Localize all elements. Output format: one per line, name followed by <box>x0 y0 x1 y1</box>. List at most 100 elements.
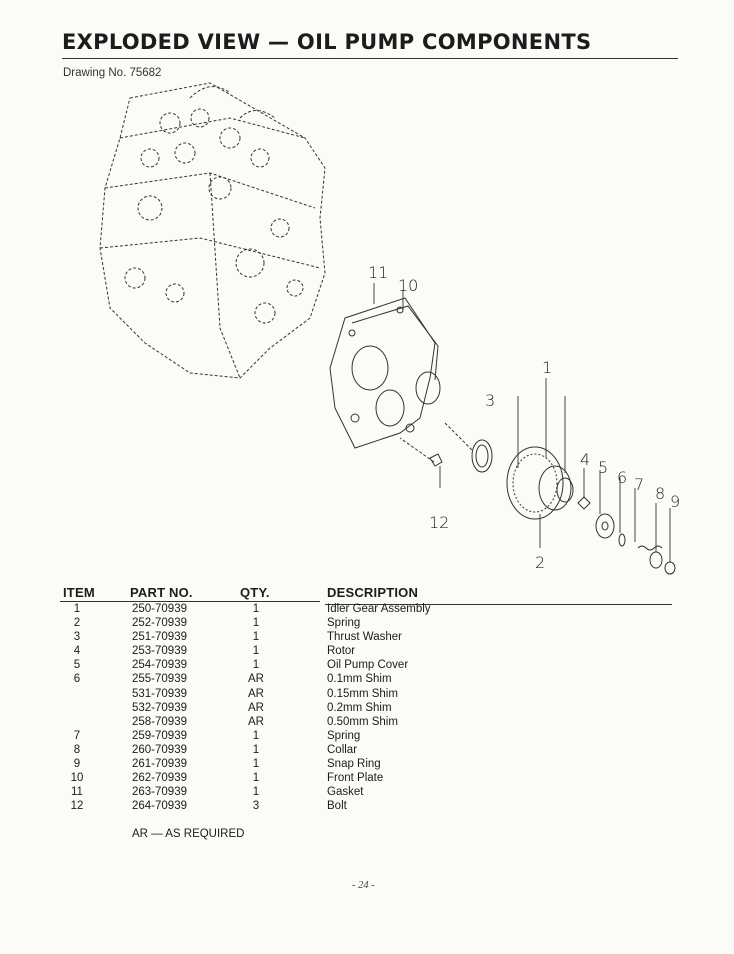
cell-qty: 1 <box>252 603 260 615</box>
table-row: 5 254-70939 1 Oil Pump Cover <box>0 659 734 673</box>
cell-description: 0.2mm Shim <box>327 701 392 714</box>
cell-part-no: 259-70939 <box>132 729 187 742</box>
cell-item: 10 <box>70 772 84 785</box>
cell-part-no: 251-70939 <box>132 631 187 644</box>
table-row: 3 251-70939 1 Thrust Washer <box>0 631 734 645</box>
callout-11: 11 <box>368 263 389 282</box>
cell-qty: 1 <box>252 729 260 742</box>
table-row: 4 253-70939 1 Rotor <box>0 645 734 659</box>
footnote: AR — AS REQUIRED <box>132 828 245 840</box>
callout-6: 6 <box>617 468 628 487</box>
cell-qty: 1 <box>252 758 260 771</box>
table-row: 12 264-70939 3 Bolt <box>0 800 734 814</box>
cell-qty: AR <box>248 715 264 728</box>
cell-description: Idler Gear Assembly <box>327 603 431 615</box>
table-row: 531-70939 AR 0.15mm Shim <box>0 688 734 702</box>
callout-8: 8 <box>655 484 666 503</box>
cell-description: Thrust Washer <box>327 631 402 644</box>
engine-block-illustration <box>99 82 326 379</box>
cell-qty: 1 <box>252 631 260 644</box>
parts-table-body: 1 250-70939 1 Idler Gear Assembly 2 252-… <box>0 603 734 814</box>
header-qty: QTY. <box>240 585 270 600</box>
cell-item: 1 <box>73 603 81 615</box>
title-underline <box>62 58 678 59</box>
cell-description: Spring <box>327 617 361 630</box>
cell-description: 0.15mm Shim <box>327 687 398 700</box>
cell-part-no: 532-70939 <box>132 701 187 714</box>
callout-3: 3 <box>485 391 496 410</box>
cell-part-no: 264-70939 <box>132 800 187 813</box>
cell-qty: 1 <box>252 645 260 658</box>
cell-qty: 1 <box>252 659 260 672</box>
cell-qty: 1 <box>252 743 260 756</box>
table-row: 11 263-70939 1 Gasket <box>0 786 734 800</box>
cell-description: Spring <box>327 729 361 742</box>
idler-gear-illustration <box>506 446 574 520</box>
header-part-no: PART NO. <box>130 585 193 600</box>
thrust-washer-illustration <box>471 439 493 473</box>
header-rule-right <box>325 604 672 605</box>
cell-part-no: 250-70939 <box>132 603 187 615</box>
cell-qty: AR <box>248 673 264 686</box>
header-description: DESCRIPTION <box>327 585 419 600</box>
cell-part-no: 253-70939 <box>132 645 187 658</box>
page-number: - 24 - <box>352 880 375 891</box>
header-item: ITEM <box>63 585 95 600</box>
callout-10: 10 <box>398 276 419 295</box>
cell-part-no: 261-70939 <box>132 758 187 771</box>
cell-description: Rotor <box>327 645 356 658</box>
cell-item: 4 <box>73 645 81 658</box>
cell-qty: 1 <box>252 786 260 799</box>
cell-description: Oil Pump Cover <box>327 659 409 672</box>
cell-item: 6 <box>73 673 81 686</box>
cell-description: 0.50mm Shim <box>327 715 398 728</box>
pump-small-parts-illustration <box>577 496 676 575</box>
cell-item: 9 <box>73 758 81 771</box>
callout-12: 12 <box>429 513 450 532</box>
cell-part-no: 255-70939 <box>132 673 187 686</box>
page-title: EXPLODED VIEW — OIL PUMP COMPONENTS <box>62 30 592 54</box>
exploded-view-drawing <box>99 82 676 575</box>
cell-part-no: 531-70939 <box>132 687 187 700</box>
callout-4: 4 <box>580 450 591 469</box>
cell-item: 2 <box>73 617 81 630</box>
callout-2: 2 <box>535 553 546 572</box>
parts-table-header: ITEM PART NO. QTY. DESCRIPTION <box>0 585 734 603</box>
cell-description: Front Plate <box>327 772 384 785</box>
cell-part-no: 254-70939 <box>132 659 187 672</box>
table-row: 532-70939 AR 0.2mm Shim <box>0 702 734 716</box>
cell-item: 12 <box>70 800 84 813</box>
cell-description: Collar <box>327 743 358 756</box>
cell-item: 3 <box>73 631 81 644</box>
header-rule-left <box>60 601 320 602</box>
callout-5: 5 <box>598 458 609 477</box>
cell-part-no: 260-70939 <box>132 743 187 756</box>
callout-1: 1 <box>542 358 553 377</box>
cell-description: 0.1mm Shim <box>327 673 392 686</box>
cell-part-no: 262-70939 <box>132 772 187 785</box>
table-row: 10 262-70939 1 Front Plate <box>0 772 734 786</box>
cell-description: Gasket <box>327 786 364 799</box>
cell-item: 7 <box>73 729 81 742</box>
front-plate-illustration <box>329 297 441 449</box>
callout-9: 9 <box>670 492 681 511</box>
cell-item: 5 <box>73 659 81 672</box>
table-row: 1 250-70939 1 Idler Gear Assembly <box>0 603 734 617</box>
cell-qty: 1 <box>252 772 260 785</box>
cell-description: Bolt <box>327 800 347 813</box>
cell-part-no: 263-70939 <box>132 786 187 799</box>
table-row: 6 255-70939 AR 0.1mm Shim <box>0 673 734 687</box>
table-row: 8 260-70939 1 Collar <box>0 744 734 758</box>
cell-qty: AR <box>248 701 264 714</box>
cell-item: 8 <box>73 743 81 756</box>
callout-leaders <box>373 283 671 562</box>
cell-qty: AR <box>248 687 264 700</box>
cell-part-no: 252-70939 <box>132 617 187 630</box>
table-row: 258-70939 AR 0.50mm Shim <box>0 716 734 730</box>
bolt-illustration <box>399 437 443 467</box>
cell-item: 11 <box>71 786 83 799</box>
cell-qty: 1 <box>252 617 260 630</box>
cell-qty: 3 <box>252 800 260 813</box>
table-row: 2 252-70939 1 Spring <box>0 617 734 631</box>
table-row: 7 259-70939 1 Spring <box>0 730 734 744</box>
